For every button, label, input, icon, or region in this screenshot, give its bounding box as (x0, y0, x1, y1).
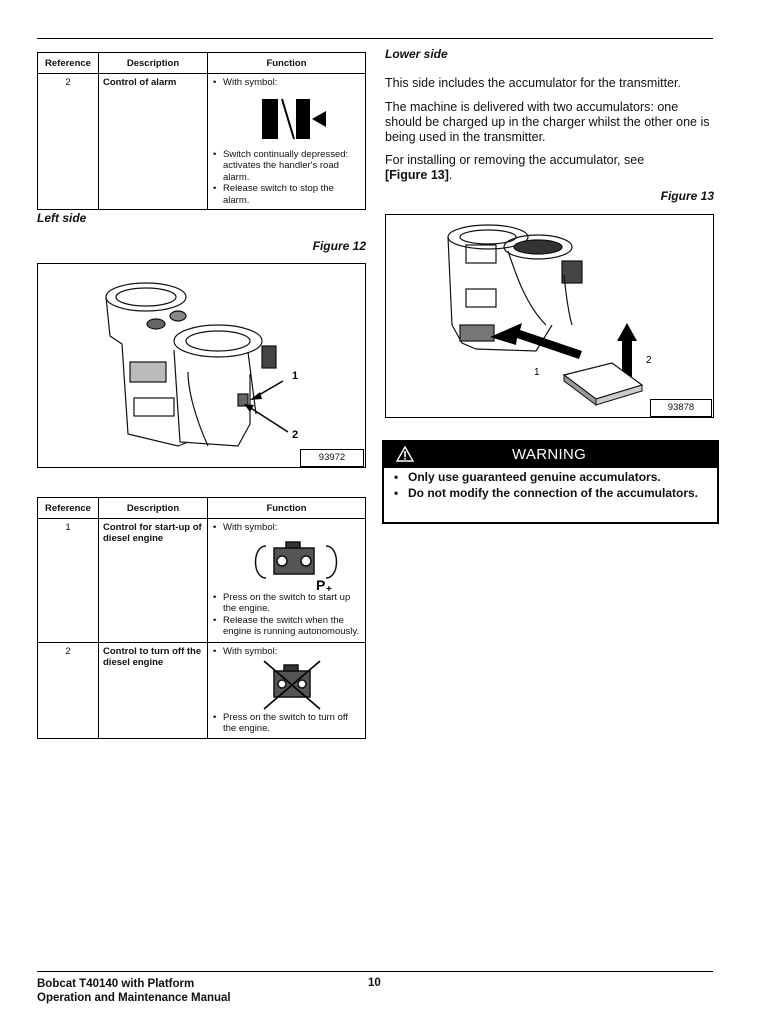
figure-13-reference-link[interactable]: [Figure 13] (385, 168, 449, 182)
col-header-description: Description (98, 497, 208, 519)
description-cell: Control to turn off the diesel engine (98, 642, 208, 739)
function-cell: With symbol: Switch continually depresse… (207, 73, 366, 210)
description-cell: Control for start-up of diesel engine (98, 518, 208, 643)
warning-box: WARNING Only use guaranteed genuine accu… (382, 440, 719, 524)
lower-side-paragraph-1: This side includes the accumulator for t… (385, 76, 681, 90)
transmitter-lower-side-illustration: 1 2 (447, 224, 652, 406)
transmitter-left-side-illustration: 1 2 (105, 282, 298, 447)
figure-12-caption: Figure 12 (312, 239, 366, 253)
callout-1: 1 (292, 370, 298, 382)
svg-text:+: + (326, 584, 332, 592)
function-item: Release switch to stop the alarm. (212, 183, 361, 206)
table-row: 2 Control to turn off the diesel engine … (37, 642, 366, 739)
alarm-control-table: Reference Description Function 2 Control… (37, 52, 366, 210)
lower-side-paragraph-3: For installing or removing the accumulat… (385, 153, 715, 183)
lower-side-heading: Lower side (385, 47, 448, 61)
reference-cell: 1 (37, 518, 99, 643)
figure-12: 1 2 93972 (37, 263, 366, 468)
function-item: Press on the switch to turn off the engi… (212, 712, 361, 735)
horn-alarm-icon (212, 89, 361, 149)
svg-text:P: P (316, 577, 325, 592)
figure-12-number: 93972 (300, 449, 364, 467)
warning-header: WARNING (384, 442, 717, 468)
table-row: 2 Control of alarm With symbol: Switch c… (37, 73, 366, 210)
function-item: Switch continually depressed: activates … (212, 149, 361, 184)
reference-cell: 2 (37, 73, 99, 210)
warning-item: Only use guaranteed genuine accumulators… (392, 471, 709, 485)
figure-13-caption: Figure 13 (660, 189, 714, 203)
page-number: 10 (368, 977, 381, 989)
function-cell: With symbol: Press on the switch to turn… (207, 642, 366, 739)
paragraph-text: For installing or removing the accumulat… (385, 153, 645, 167)
engine-control-table: Reference Description Function 1 Control… (37, 497, 366, 739)
engine-start-icon: P + (212, 534, 361, 592)
footer-rule (37, 971, 713, 972)
col-header-function: Function (207, 52, 366, 74)
col-header-reference: Reference (37, 52, 99, 74)
col-header-reference: Reference (37, 497, 99, 519)
figure-13-number: 93878 (650, 399, 712, 417)
lower-side-paragraph-2: The machine is delivered with two accumu… (385, 100, 710, 144)
function-intro: With symbol: (212, 646, 361, 658)
reference-cell: 2 (37, 642, 99, 739)
function-item: Press on the switch to start up the engi… (212, 592, 361, 615)
warning-item: Do not modify the connection of the accu… (392, 487, 709, 501)
warning-title: WARNING (512, 446, 587, 463)
footer-line-1: Bobcat T40140 with Platform (37, 978, 195, 990)
header-rule (37, 38, 713, 39)
callout-1: 1 (534, 367, 540, 378)
table-row: 1 Control for start-up of diesel engine … (37, 518, 366, 643)
footer-title: Bobcat T40140 with Platform Operation an… (37, 977, 231, 1005)
engine-stop-icon (212, 658, 361, 712)
callout-2: 2 (292, 429, 298, 441)
left-side-heading: Left side (37, 211, 87, 225)
footer-line-2: Operation and Maintenance Manual (37, 992, 231, 1004)
figure-13: 1 2 93878 (385, 214, 714, 418)
warning-triangle-icon (396, 446, 414, 462)
function-cell: With symbol: P + Press on the swi (207, 518, 366, 643)
function-intro: With symbol: (212, 77, 361, 89)
col-header-description: Description (98, 52, 208, 74)
paragraph-end: . (448, 168, 453, 182)
callout-2: 2 (646, 355, 652, 366)
function-intro: With symbol: (212, 522, 361, 534)
function-item: Release the switch when the engine is ru… (212, 615, 361, 638)
col-header-function: Function (207, 497, 366, 519)
description-cell: Control of alarm (98, 73, 208, 210)
